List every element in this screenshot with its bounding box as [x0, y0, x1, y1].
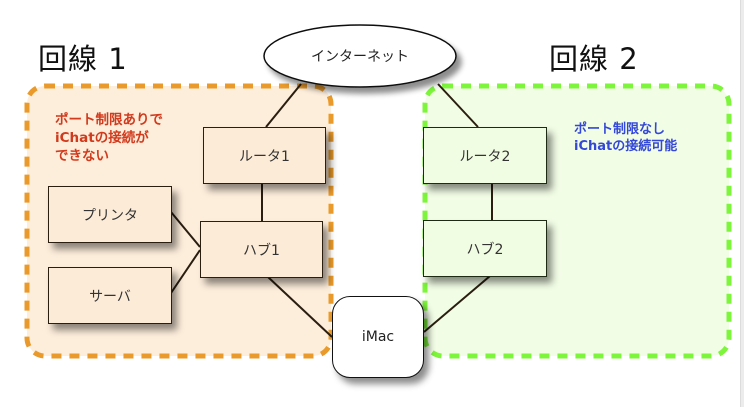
line2-note-line: ポート制限なし [574, 122, 666, 137]
server-label: サーバ [89, 288, 131, 305]
router2-node[interactable]: ルータ2 [423, 127, 547, 184]
link-internet-router1 [265, 83, 302, 128]
printer-label: プリンタ [82, 207, 138, 224]
line2-title: 回線 2 [549, 42, 639, 76]
line1-note-line: できない [55, 148, 109, 164]
hub2-label: ハブ2 [466, 241, 504, 258]
internet-ellipse [263, 24, 457, 88]
window-edge [740, 0, 744, 407]
imac-node[interactable]: iMac [332, 296, 424, 378]
line2-note: ポート制限なし iChatの接続可能 [574, 121, 677, 155]
line1-note-line: iChatの接続が [55, 130, 149, 146]
line2-note-line: iChatの接続可能 [574, 139, 678, 154]
link-printer-hub1 [170, 211, 201, 248]
imac-label: iMac [361, 329, 395, 345]
line1-note-line: ポート制限ありで [55, 112, 163, 128]
line1-note: ポート制限ありで iChatの接続が できない [55, 111, 163, 165]
server-node[interactable]: サーバ [48, 267, 172, 324]
link-internet-router2 [437, 83, 479, 128]
router1-label: ルータ1 [239, 148, 290, 165]
link-server-hub1 [170, 249, 201, 294]
internet-label: インターネット [311, 49, 409, 65]
hub1-node[interactable]: ハブ1 [200, 221, 323, 278]
router2-label: ルータ2 [459, 148, 511, 165]
router1-node[interactable]: ルータ1 [203, 127, 326, 184]
line1-title: 回線 1 [38, 42, 128, 76]
hub2-node[interactable]: ハブ2 [423, 220, 547, 277]
hub1-label: ハブ1 [243, 242, 280, 259]
link-hub1-imac [267, 276, 333, 338]
link-hub2-imac [423, 275, 491, 333]
printer-node[interactable]: プリンタ [48, 186, 172, 243]
